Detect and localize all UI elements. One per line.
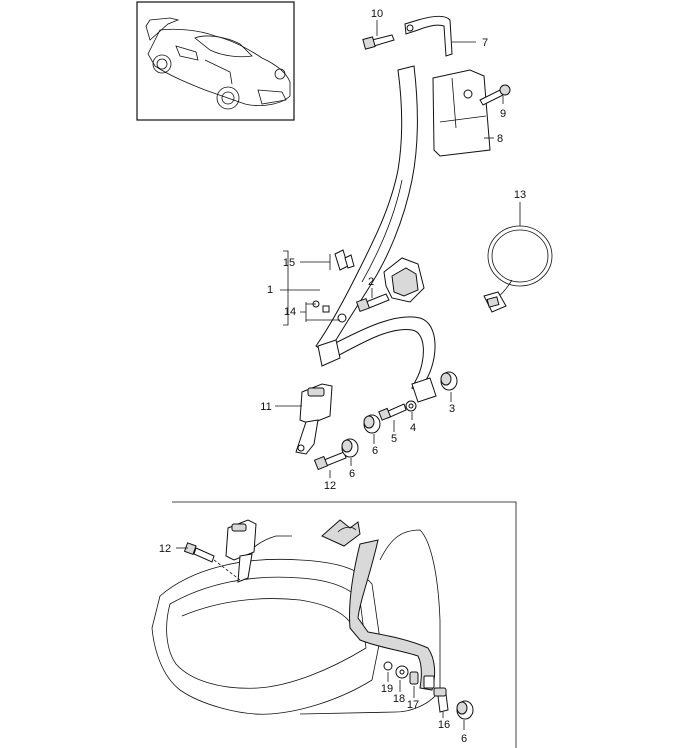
car-thumbnail [136, 1, 295, 121]
callout-2: 2 [368, 276, 374, 288]
seat-belt-strap [315, 65, 437, 403]
callout-10: 10 [371, 8, 383, 20]
callout-13: 13 [514, 189, 526, 201]
callout-12: 12 [159, 543, 171, 555]
callout-3: 3 [449, 403, 455, 415]
screw-9 [479, 84, 511, 106]
callout-19: 19 [381, 683, 393, 695]
bolt-5 [378, 403, 407, 421]
guide-bracket [404, 15, 453, 57]
callout-7: 7 [482, 37, 488, 49]
trim-cover [432, 69, 491, 157]
callout-9: 9 [500, 108, 506, 120]
callout-labels: 10 7 9 8 13 15 1 2 14 11 3 4 5 6 6 12 12… [159, 8, 526, 745]
caps-6 [341, 371, 458, 458]
clip-parts [312, 249, 355, 323]
callout-4: 4 [410, 422, 416, 434]
wiring-harness [483, 225, 553, 313]
callout-5: 5 [391, 433, 397, 445]
bolt-10 [362, 34, 395, 50]
bolt-2 [355, 293, 390, 313]
callout-18: 18 [393, 693, 405, 705]
callout-6: 6 [461, 733, 467, 745]
callout-6: 6 [349, 468, 355, 480]
callout-16: 16 [438, 719, 450, 731]
leader-lines [176, 20, 521, 730]
callout-8: 8 [497, 133, 503, 145]
callout-6: 6 [372, 445, 378, 457]
callout-14: 14 [284, 306, 296, 318]
bolt-12-upper [313, 451, 347, 471]
callout-11: 11 [260, 401, 271, 413]
belt-buckle [295, 383, 333, 455]
callout-15: 15 [283, 257, 295, 269]
callout-17: 17 [407, 699, 419, 711]
seat-detail-box [151, 501, 517, 748]
washer-4 [405, 400, 417, 412]
callout-1: 1 [267, 284, 273, 296]
callout-12: 12 [324, 480, 336, 492]
